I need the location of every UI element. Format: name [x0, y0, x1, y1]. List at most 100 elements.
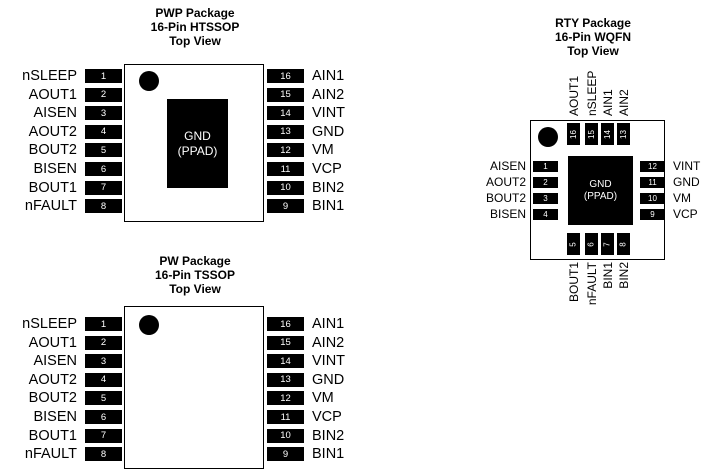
pw-pin-label-nsleep: nSLEEP: [22, 316, 77, 332]
pw-pin-10: 10: [267, 428, 304, 443]
pw-pin-9: 9: [267, 447, 304, 462]
rty-pin1-marker: [538, 127, 558, 147]
rty-pin-label-nfault: nFAULT: [584, 262, 599, 306]
rty-title: RTY Package 16-Pin WQFN Top View: [518, 16, 668, 58]
pwp-pin-label-aout2: AOUT2: [28, 123, 77, 140]
pwp-pin-label-ain2: AIN2: [312, 86, 345, 103]
rty-pin-number-5: 5: [568, 241, 578, 247]
pwp-pin-label-bout1: BOUT1: [28, 179, 77, 196]
rty-pin-label-vint: VINT: [673, 159, 701, 173]
rty-pad-label-ppad: (PPAD): [583, 190, 618, 202]
pw-pin-12: 12: [267, 391, 304, 406]
pwp-pin-label-ain1: AIN1: [312, 68, 345, 84]
rty-pin-label-bin2: BIN2: [616, 262, 631, 289]
pw-pin-14: 14: [267, 354, 304, 369]
rty-pin-label-vm: VM: [673, 191, 691, 205]
pw-pin-label-aisen: AISEN: [33, 353, 77, 370]
pwp-pin-12: 12: [267, 143, 304, 158]
rty-thermal-pad: GND (PPAD): [568, 156, 633, 225]
pwp-title-line3: Top View: [169, 34, 221, 48]
pw-pin-label-ain2: AIN2: [312, 334, 345, 351]
rty-pin-number-6: 6: [586, 241, 596, 247]
pwp-thermal-pad: GND (PPAD): [167, 99, 228, 188]
pw-pin-label-aout1: AOUT1: [28, 334, 77, 351]
rty-pin-label-aisen: AISEN: [489, 159, 526, 173]
pwp-pin-2: 2: [85, 87, 122, 102]
pwp-pin-4: 4: [85, 124, 122, 139]
rty-title-line3: Top View: [567, 44, 619, 58]
pw-title-line3: Top View: [169, 282, 221, 296]
pwp-title-line2: 16-Pin HTSSOP: [150, 20, 240, 34]
rty-pin-7: 7: [601, 233, 614, 255]
pw-pin-15: 15: [267, 335, 304, 350]
pw-pin-label-gnd: GND: [312, 371, 345, 388]
rty-pin-14: 14: [601, 123, 614, 145]
pwp-pin-label-aisen: AISEN: [33, 105, 77, 122]
rty-pin-16: 16: [567, 123, 580, 145]
pw-pin1-marker: [139, 315, 159, 335]
pwp-pin-label-bout2: BOUT2: [28, 142, 77, 159]
pwp-pin-7: 7: [85, 180, 122, 195]
rty-pin-label-ain1: AIN1: [600, 89, 615, 116]
pw-pin-1: 1: [85, 317, 122, 331]
pw-pin-label-vm: VM: [312, 390, 334, 407]
pw-pin-label-bout2: BOUT2: [28, 390, 77, 407]
rty-title-line1: RTY Package: [555, 16, 631, 30]
rty-pad-label-gnd: GND: [589, 178, 612, 190]
pw-pin-4: 4: [85, 372, 122, 387]
rty-pin-number-16: 16: [569, 129, 578, 139]
pw-pin-16: 16: [267, 317, 304, 331]
pw-pin-2: 2: [85, 335, 122, 350]
pw-title: PW Package 16-Pin TSSOP Top View: [120, 254, 270, 296]
pwp-pin-10: 10: [267, 180, 304, 195]
pw-pin-13: 13: [267, 372, 304, 387]
pwp-pin-15: 15: [267, 87, 304, 102]
rty-pin-label-bin1: BIN1: [600, 262, 615, 289]
pw-pin-label-vint: VINT: [312, 353, 346, 370]
pwp-pin1-marker: [139, 71, 159, 91]
rty-pin-label-vcp: VCP: [673, 207, 698, 221]
pwp-pin-label-vm: VM: [312, 142, 334, 159]
pwp-pin-label-gnd: GND: [312, 123, 345, 140]
pw-pin-label-bisen: BISEN: [33, 409, 77, 425]
rty-pin-number-15: 15: [587, 129, 596, 139]
rty-pin-label-ain2: AIN2: [616, 89, 631, 116]
rty-pin-3: 3: [533, 193, 558, 204]
rty-pin-8: 8: [617, 233, 630, 255]
pwp-title: PWP Package 16-Pin HTSSOP Top View: [120, 6, 270, 48]
pw-pin-11: 11: [267, 410, 304, 424]
pwp-pin-label-nfault: nFAULT: [24, 198, 77, 215]
pwp-pad-label-gnd: GND: [184, 128, 211, 143]
rty-title-line2: 16-Pin WQFN: [554, 30, 631, 44]
rty-pin-label-bout1: BOUT1: [566, 262, 581, 303]
pwp-pin-14: 14: [267, 106, 304, 121]
pwp-pin-16: 16: [267, 69, 304, 83]
rty-pin-label-aout1: AOUT1: [566, 75, 581, 116]
pw-pin-8: 8: [85, 447, 122, 462]
pwp-pin-8: 8: [85, 199, 122, 214]
pw-pin-label-vcp: VCP: [312, 409, 342, 425]
rty-pin-5: 5: [567, 233, 580, 255]
pw-pin-label-bin2: BIN2: [312, 427, 345, 444]
rty-pin-number-8: 8: [618, 241, 628, 247]
pw-pin-label-bout1: BOUT1: [28, 427, 77, 444]
pwp-pin-1: 1: [85, 69, 122, 83]
pwp-pin-label-bin1: BIN1: [312, 198, 345, 215]
pwp-pin-9: 9: [267, 199, 304, 214]
pwp-pin-label-bin2: BIN2: [312, 179, 345, 196]
pw-pin-3: 3: [85, 354, 122, 369]
pw-pin-7: 7: [85, 428, 122, 443]
pwp-pin-label-bisen: BISEN: [33, 161, 77, 177]
pw-pin-5: 5: [85, 391, 122, 406]
rty-pin-number-13: 13: [619, 129, 628, 139]
pwp-pin-5: 5: [85, 143, 122, 158]
pwp-pin-11: 11: [267, 162, 304, 176]
pw-pin-label-bin1: BIN1: [312, 446, 345, 463]
pw-pin-label-ain1: AIN1: [312, 316, 345, 332]
rty-pin-label-nsleep: nSLEEP: [584, 70, 599, 116]
rty-pin-4: 4: [533, 209, 558, 220]
pwp-pin-13: 13: [267, 124, 304, 139]
rty-pin-11: 11: [640, 177, 665, 188]
pwp-pin-label-vint: VINT: [312, 105, 346, 122]
pw-pin-6: 6: [85, 410, 122, 424]
